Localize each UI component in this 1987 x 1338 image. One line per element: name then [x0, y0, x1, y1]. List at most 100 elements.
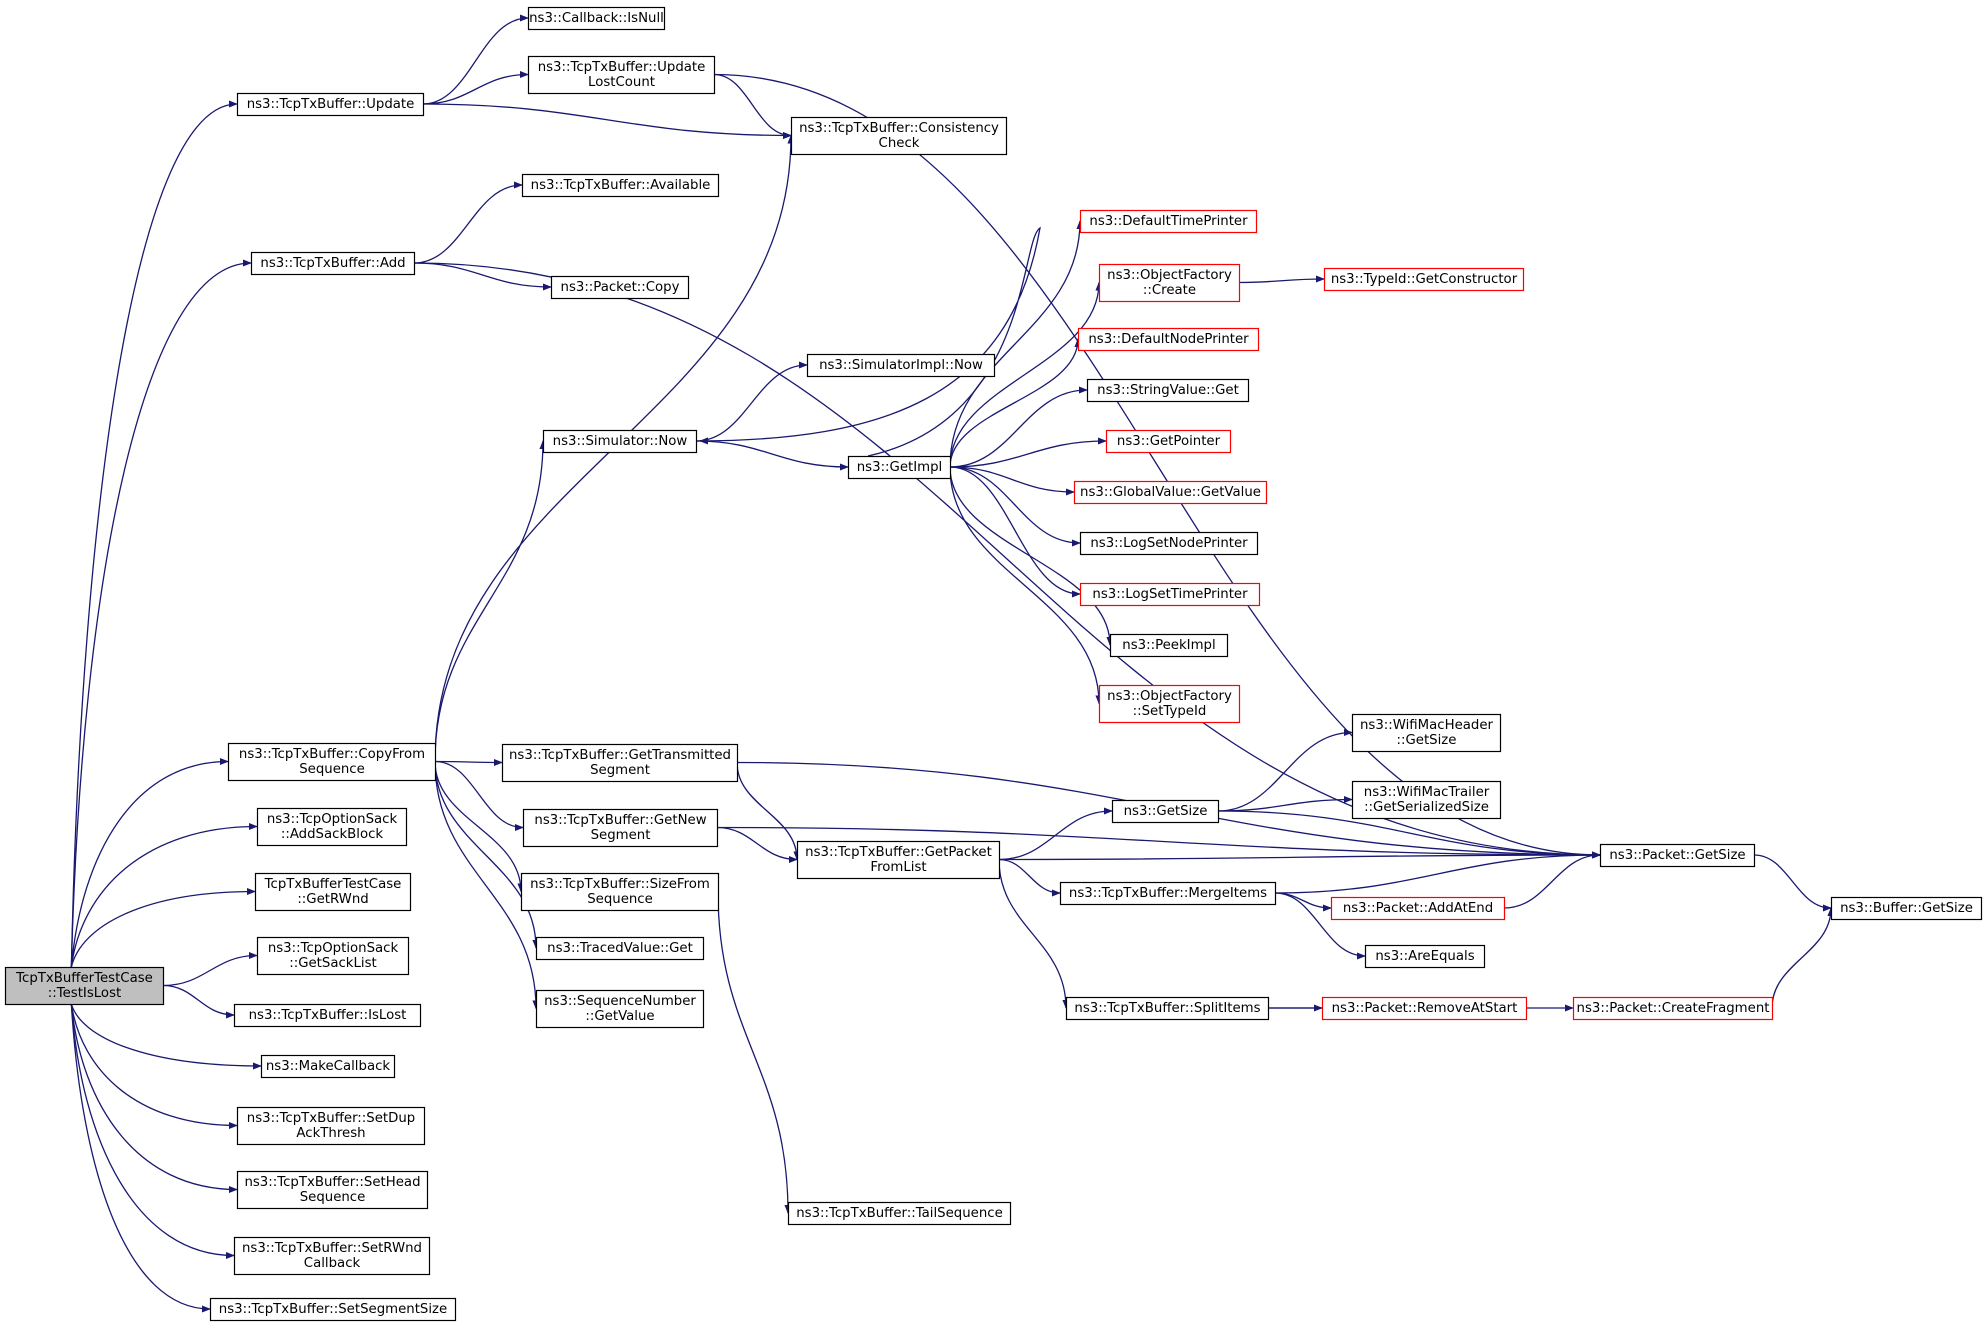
node-label: ns3::ObjectFactory: [1107, 689, 1232, 704]
node-box: [1098, 684, 1241, 724]
edge-root-to-setheadsequence: [70, 1003, 238, 1194]
node-stringvalue-get[interactable]: ns3::StringValue::Get: [1086, 378, 1250, 403]
node-label: TcpTxBufferTestCase: [264, 877, 402, 892]
node-objectfactory-create[interactable]: ns3::ObjectFactory::Create: [1098, 263, 1241, 303]
node-getsacklist[interactable]: ns3::TcpOptionSack::GetSackList: [256, 936, 410, 976]
edge-getimpl-to-stringvalue_get: [949, 386, 1088, 468]
node-callback-isnull[interactable]: ns3::Callback::IsNull: [527, 6, 666, 31]
node-logsetnodeprinter[interactable]: ns3::LogSetNodePrinter: [1079, 531, 1259, 556]
node-label: ::GetSackList: [289, 956, 377, 971]
node-root[interactable]: TcpTxBufferTestCase::TestIsLost: [4, 966, 165, 1006]
node-getsize[interactable]: ns3::GetSize: [1111, 799, 1220, 824]
node-peekimpl[interactable]: ns3::PeekImpl: [1109, 633, 1229, 658]
node-objectfactory-settypeid[interactable]: ns3::ObjectFactory::SetTypeId: [1098, 684, 1241, 724]
edge-copyfromsequence-to-seqnum_getvalue: [434, 761, 540, 1010]
edge-getimpl-to-default_time_printer: [949, 220, 1084, 468]
node-setsegmentsize[interactable]: ns3::TcpTxBuffer::SetSegmentSize: [209, 1297, 457, 1322]
node-box: [256, 807, 408, 847]
edge-getimpl-to-getpointer: [949, 437, 1107, 468]
node-simimpl-now[interactable]: ns3::SimulatorImpl::Now: [806, 353, 996, 378]
node-default-time-printer[interactable]: ns3::DefaultTimePrinter: [1079, 209, 1258, 234]
node-box: [209, 1297, 457, 1322]
node-label: ns3::TcpTxBuffer::GetPacket: [805, 845, 992, 860]
node-packet-removeatstart[interactable]: ns3::Packet::RemoveAtStart: [1321, 996, 1528, 1021]
node-label: ::Create: [1143, 283, 1196, 298]
node-wifimacheader-getsize[interactable]: ns3::WifiMacHeader::GetSize: [1351, 713, 1502, 753]
node-logsettimeprinter[interactable]: ns3::LogSetTimePrinter: [1079, 582, 1261, 607]
node-default-node-printer[interactable]: ns3::DefaultNodePrinter: [1077, 327, 1260, 352]
node-box: [1109, 633, 1229, 658]
edge-root-to-getrwnd: [70, 887, 256, 968]
edge-simulator_now-to-getimpl: [695, 440, 849, 471]
node-label: ns3::GlobalValue::GetValue: [1080, 485, 1261, 500]
node-getimpl[interactable]: ns3::GetImpl: [847, 455, 952, 480]
node-label: ns3::Packet::AddAtEnd: [1343, 901, 1493, 916]
node-packet-createfragment[interactable]: ns3::Packet::CreateFragment: [1572, 996, 1774, 1021]
edge-gettransmittedsegment-to-getpacketfromlist: [736, 762, 801, 861]
node-seqnum-getvalue[interactable]: ns3::SequenceNumber::GetValue: [535, 989, 705, 1029]
node-areequals[interactable]: ns3::AreEquals: [1364, 944, 1486, 969]
node-box: [790, 116, 1008, 156]
node-label: ::GetRWnd: [297, 892, 368, 907]
node-box: [1330, 896, 1506, 921]
node-box: [1105, 429, 1232, 454]
node-getpointer[interactable]: ns3::GetPointer: [1105, 429, 1232, 454]
node-label: ns3::MakeCallback: [266, 1059, 391, 1074]
node-packet-getsize[interactable]: ns3::Packet::GetSize: [1599, 843, 1756, 868]
node-box: [1830, 896, 1983, 921]
node-getrwnd[interactable]: TcpTxBufferTestCase::GetRWnd: [254, 872, 412, 912]
node-makecallback[interactable]: ns3::MakeCallback: [260, 1054, 396, 1079]
node-wifimactrailer-getserializedsize[interactable]: ns3::WifiMacTrailer::GetSerializedSize: [1351, 780, 1502, 820]
node-box: [1098, 263, 1241, 303]
node-available[interactable]: ns3::TcpTxBuffer::Available: [521, 173, 720, 198]
edge-copyfromsequence-to-sizefromsequence: [434, 761, 525, 893]
node-tracedvalue-get[interactable]: ns3::TracedValue::Get: [535, 936, 705, 961]
node-add[interactable]: ns3::TcpTxBuffer::Add: [250, 251, 416, 276]
node-box: [254, 872, 412, 912]
node-islost[interactable]: ns3::TcpTxBuffer::IsLost: [233, 1003, 422, 1028]
node-label: ns3::PeekImpl: [1122, 638, 1215, 653]
node-label: ns3::TcpTxBuffer::GetTransmitted: [509, 748, 731, 763]
node-packet-addatend[interactable]: ns3::Packet::AddAtEnd: [1330, 896, 1506, 921]
node-label: ns3::TcpTxBuffer::SetDup: [247, 1111, 415, 1126]
edge-getimpl-to-logsetnodeprinter: [949, 466, 1081, 547]
node-box: [527, 55, 716, 95]
node-box: [501, 743, 739, 783]
node-simulator-now[interactable]: ns3::Simulator::Now: [542, 429, 698, 454]
node-label: Callback: [304, 1256, 361, 1271]
node-packet-copy[interactable]: ns3::Packet::Copy: [550, 275, 690, 300]
node-mergeitems[interactable]: ns3::TcpTxBuffer::MergeItems: [1059, 881, 1277, 906]
node-globalvalue-getvalue[interactable]: ns3::GlobalValue::GetValue: [1073, 480, 1268, 505]
node-label: ns3::Buffer::GetSize: [1840, 901, 1973, 916]
node-label: ns3::TcpTxBuffer::GetNew: [534, 813, 706, 828]
node-buffer-getsize[interactable]: ns3::Buffer::GetSize: [1830, 896, 1983, 921]
edge-add-to-packet_copy: [413, 262, 552, 291]
edge-getimpl-to-objectfactory_settypeid: [949, 466, 1103, 705]
node-update[interactable]: ns3::TcpTxBuffer::Update: [236, 92, 425, 117]
node-box: [1572, 996, 1774, 1021]
node-box: [550, 275, 690, 300]
node-tailsequence[interactable]: ns3::TcpTxBuffer::TailSequence: [787, 1201, 1012, 1226]
node-label: ns3::GetPointer: [1117, 434, 1221, 449]
node-label: ns3::Simulator::Now: [553, 434, 688, 449]
node-typeid-getconstructor[interactable]: ns3::TypeId::GetConstructor: [1323, 267, 1525, 292]
node-box: [236, 1170, 429, 1210]
edge-packet_getsize-to-buffer_getsize: [1753, 854, 1832, 912]
node-label: ns3::TcpTxBuffer::Update: [247, 97, 415, 112]
node-box: [1079, 209, 1258, 234]
node-splititems[interactable]: ns3::TcpTxBuffer::SplitItems: [1065, 996, 1270, 1021]
node-addsackblock[interactable]: ns3::TcpOptionSack::AddSackBlock: [256, 807, 408, 847]
node-box: [522, 808, 719, 848]
edge-root-to-update: [70, 100, 238, 968]
